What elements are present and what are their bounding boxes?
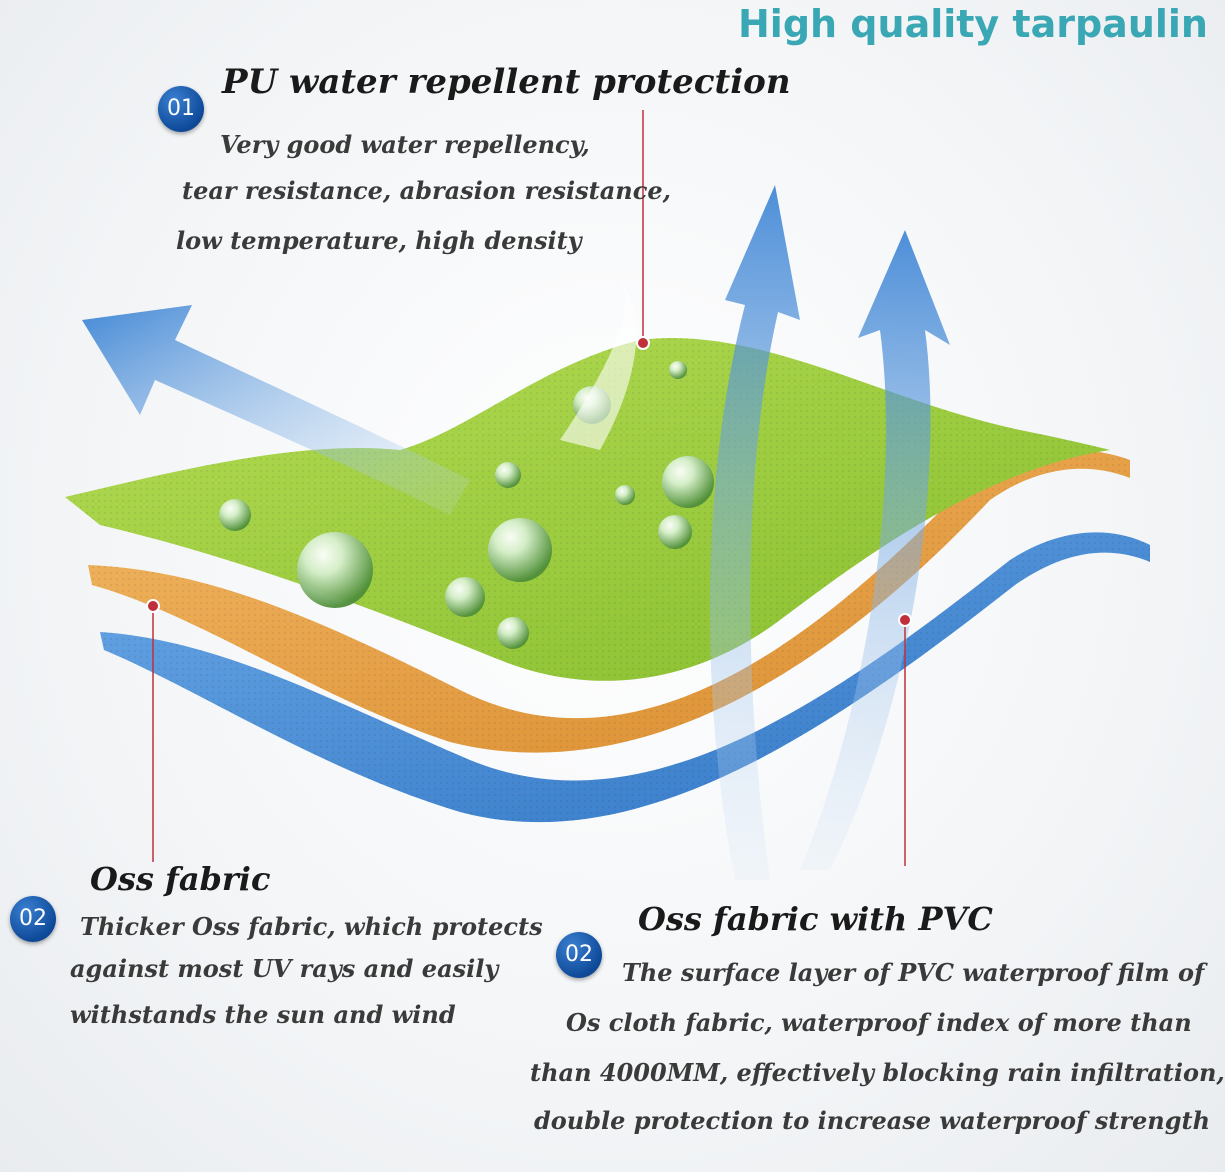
section-badge-pvc: 02 bbox=[556, 932, 602, 978]
orange-layer bbox=[88, 449, 1130, 753]
page-title: High quality tarpaulin bbox=[738, 2, 1208, 46]
pvc-desc-line-4: double protection to increase waterproof… bbox=[534, 1106, 1211, 1135]
oss-desc-line-2: against most UV rays and easily bbox=[70, 954, 499, 983]
layer-diagram bbox=[65, 110, 1150, 880]
pu-desc-line-1: Very good water repellency, bbox=[220, 130, 590, 159]
blue-layer bbox=[100, 532, 1150, 823]
pu-heading: PU water repellent protection bbox=[222, 62, 791, 102]
pvc-desc-line-1: The surface layer of PVC waterproof film… bbox=[622, 958, 1205, 987]
green-layer bbox=[65, 338, 1110, 681]
pvc-heading: Oss fabric with PVC bbox=[638, 900, 993, 938]
oss-heading: Oss fabric bbox=[90, 860, 271, 898]
water-droplets bbox=[219, 361, 714, 649]
oss-desc-line-1: Thicker Oss fabric, which protects bbox=[80, 912, 543, 941]
section-badge-pu: 01 bbox=[158, 86, 204, 132]
pu-desc-line-2: tear resistance, abrasion resistance, bbox=[182, 176, 671, 205]
leader-lines bbox=[146, 110, 912, 866]
airflow-arrows bbox=[82, 185, 950, 880]
section-badge-oss: 02 bbox=[10, 896, 56, 942]
pu-desc-line-3: low temperature, high density bbox=[176, 226, 582, 255]
oss-desc-line-3: withstands the sun and wind bbox=[70, 1000, 456, 1029]
pvc-desc-line-2: Os cloth fabric, waterproof index of mor… bbox=[566, 1008, 1192, 1037]
pvc-desc-line-3: than 4000MM, effectively blocking rain i… bbox=[530, 1058, 1225, 1087]
